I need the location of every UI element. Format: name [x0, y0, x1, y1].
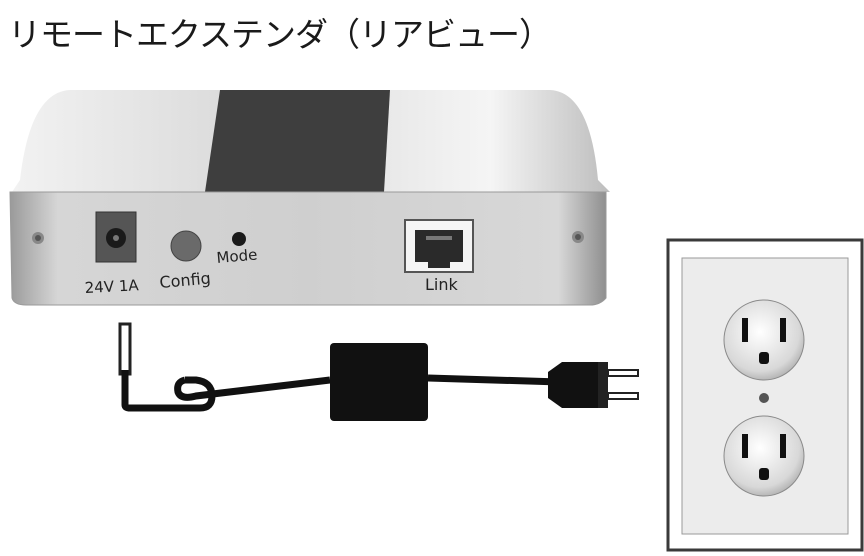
wall-outlet [666, 238, 864, 552]
link-label: Link [425, 275, 459, 294]
power-cable [118, 322, 561, 412]
remote-extender-device: 24V 1A Config Mode Link [9, 90, 610, 306]
power-label: 24V 1A [84, 276, 140, 297]
lower-receptacle-icon [723, 415, 805, 497]
outlet-screw-icon [759, 393, 769, 403]
device-top-band [205, 90, 390, 192]
config-label: Config [159, 269, 212, 292]
ac-plug-icon [548, 362, 639, 408]
ac-adapter-icon [330, 343, 428, 421]
left-screw-icon [32, 232, 44, 244]
dc-plug [118, 322, 132, 376]
right-screw-icon [572, 231, 584, 243]
link-port[interactable] [404, 219, 474, 273]
config-button[interactable] [170, 230, 202, 262]
page-title: リモートエクステンダ（リアビュー） [8, 15, 552, 54]
upper-receptacle-icon [723, 299, 805, 381]
power-jack[interactable] [95, 211, 137, 263]
mode-indicator [232, 232, 246, 246]
mode-label: Mode [216, 245, 258, 266]
